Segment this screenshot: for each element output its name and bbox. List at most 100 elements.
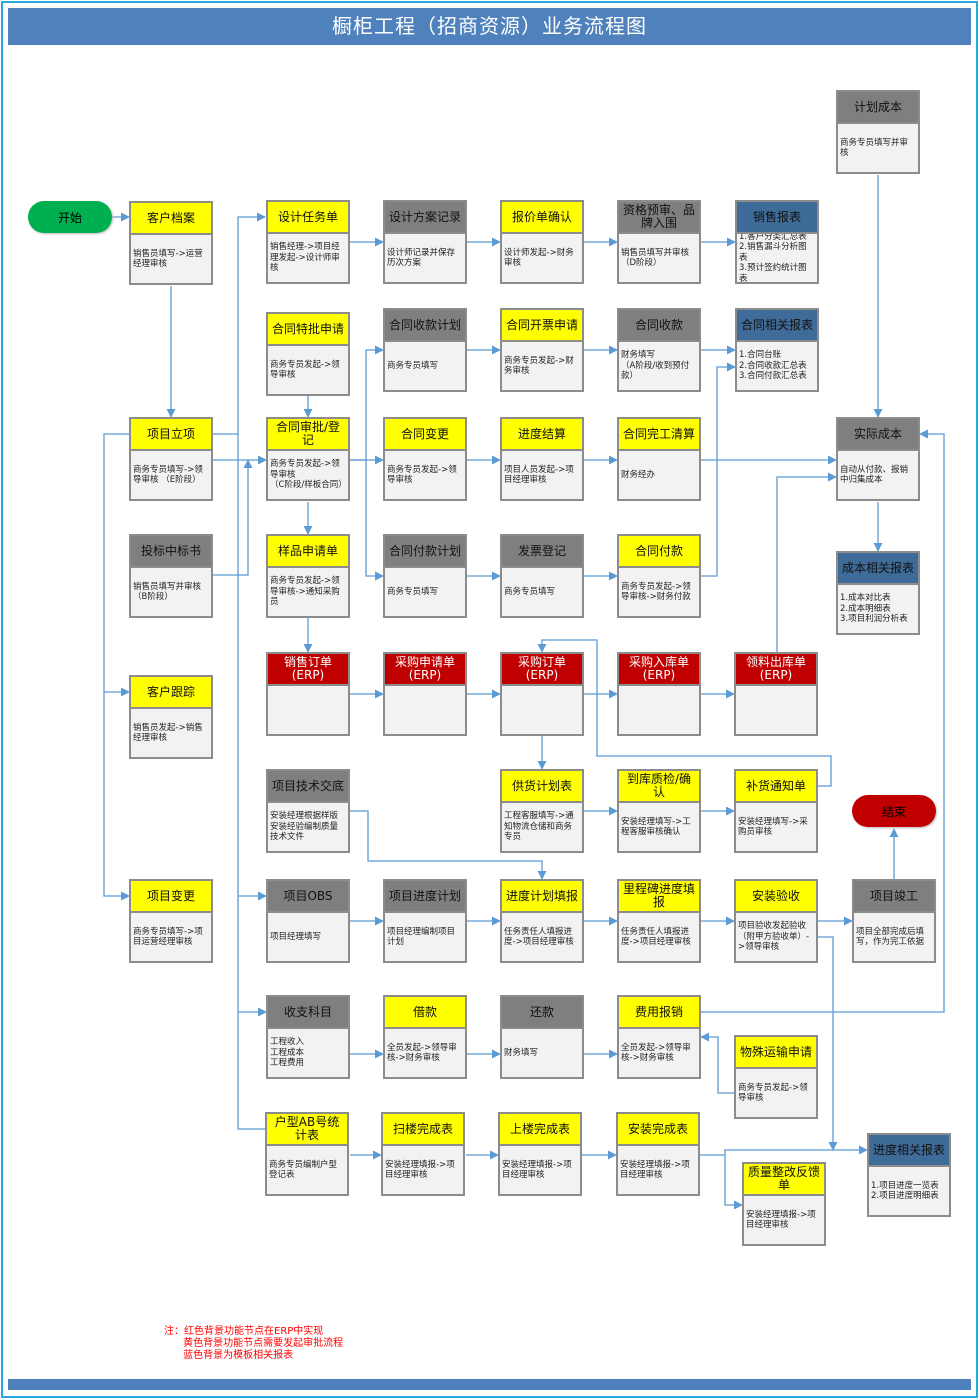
node-title: 项目竣工 [852, 879, 936, 911]
node-hetong-shoukuan-jihua[interactable]: 合同收款计划商务专员填写 [383, 308, 467, 392]
node-toubiao[interactable]: 投标中标书销售员填写并审核 （B阶段） [129, 534, 213, 618]
node-hetong-biangeng[interactable]: 合同变更商务专员发起->领导审核 [383, 417, 467, 501]
node-title: 销售报表 [735, 200, 819, 232]
node-zhiliang-zhenggai[interactable]: 质量整改反馈单安装经理填报->项目经理审核 [742, 1162, 826, 1246]
node-body: 商务专员发起->财务审核 [500, 340, 584, 392]
node-caigou-ruku[interactable]: 采购入库单 (ERP) [617, 652, 701, 736]
node-title: 合同完工清算 [617, 417, 701, 449]
node-body: 销售员填写->运营经理审核 [129, 233, 213, 285]
node-anzhuang-yanshou[interactable]: 安装验收项目验收发起验收（附甲方验收单）->领导审核 [734, 879, 818, 963]
node-description: 安装经理填报->项目经理审核 [502, 1159, 572, 1181]
node-sheji-renwudan[interactable]: 设计任务单销售经理->项目经理发起->设计师审核 [266, 200, 350, 284]
node-body: 设计师记录并保存历次方案 [383, 232, 467, 284]
node-kehu-dangan[interactable]: 客户档案销售员填写->运营经理审核 [129, 201, 213, 285]
node-title: 项目变更 [129, 879, 213, 911]
node-description: 项目验收发起验收（附甲方验收单）->领导审核 [738, 921, 810, 953]
node-teshu-yunshu[interactable]: 物殊运输申请商务专员发起->领导审核 [734, 1035, 818, 1119]
node-hetong-wangong[interactable]: 合同完工清算财务经办 [617, 417, 701, 501]
node-body [734, 684, 818, 736]
node-body: 项目全部完成后填写，作为完工依据 [852, 911, 936, 963]
node-body: 任务责任人填报进度->项目经理审核 [500, 911, 584, 963]
connector-arrow [776, 472, 837, 652]
node-description: 商务专员发起->财务审核 [504, 355, 574, 377]
node-description: 销售员填写并审核（D阶段） [621, 247, 690, 269]
node-hetong-fukuan-jihua[interactable]: 合同付款计划商务专员填写 [383, 534, 467, 618]
node-title: 投标中标书 [129, 534, 213, 566]
node-shouzhi-kemu[interactable]: 收支科目工程收入 工程成本 工程费用 [266, 995, 350, 1079]
node-caigou-shenqing[interactable]: 采购申请单 (ERP) [383, 652, 467, 736]
node-body: 工程客服填写->通知物流仓储和商务专员 [500, 801, 584, 853]
start-terminal[interactable]: 开始 [28, 201, 112, 233]
node-description: 商务专员编制户型登记表 [269, 1159, 338, 1181]
node-lichengbei[interactable]: 里程碑进度填报任务责任人填报进度->项目经理审核 [617, 879, 701, 963]
node-xiangmu-lixiang[interactable]: 项目立项商务专员填写->领导审核 （E阶段） [129, 417, 213, 501]
node-body: 财务经办 [617, 449, 701, 501]
node-kehu-genzong[interactable]: 客户跟踪销售员发起->销售经理审核 [129, 675, 213, 759]
node-xiangmu-biangeng[interactable]: 项目变更商务专员填写->项目运营经理审核 [129, 879, 213, 963]
node-body: 商务专员填写 [500, 566, 584, 618]
node-title: 客户跟踪 [129, 675, 213, 707]
node-description: 商务专员发起->领导审核 [738, 1082, 808, 1104]
node-daoku-zhijian[interactable]: 到库质检/确认安装经理填写->工程客服审核确认 [617, 769, 701, 853]
node-body: 商务专员填写->项目运营经理审核 [129, 911, 213, 963]
node-anzhuang-wancheng[interactable]: 安装完成表安装经理填报->项目经理审核 [616, 1112, 700, 1196]
node-fapiao[interactable]: 发票登记商务专员填写 [500, 534, 584, 618]
node-description: 1.客户分类汇总表 2.销售漏斗分析图表 3.预计签约统计图表 [739, 232, 807, 284]
node-feiyong-baoxiao[interactable]: 费用报销全员发起->领导审核->财务审核 [617, 995, 701, 1079]
node-caigou-dingdan[interactable]: 采购订单 (ERP) [500, 652, 584, 736]
node-title: 项目技术交底 [266, 769, 350, 801]
node-body: 任务责任人填报进度->项目经理审核 [617, 911, 701, 963]
node-xiaoshou-dingdan[interactable]: 销售订单 (ERP) [266, 652, 350, 736]
node-hetong-shoukuan[interactable]: 合同收款财务填写 （A阶段/收到预付款） [617, 308, 701, 392]
node-title: 项目进度计划 [383, 879, 467, 911]
node-title: 成本相关报表 [836, 551, 920, 583]
node-huxing-ab[interactable]: 户型AB号统计表商务专员编制户型登记表 [265, 1112, 349, 1196]
node-lingliao-chuku[interactable]: 领料出库单 (ERP) [734, 652, 818, 736]
node-title: 采购申请单 (ERP) [383, 652, 467, 684]
node-baojiadan[interactable]: 报价单确认设计师发起->财务审核 [500, 200, 584, 284]
node-huankuan[interactable]: 还款财务填写 [500, 995, 584, 1079]
node-jindu-jiesuan[interactable]: 进度结算项目人员发起->项目经理审核 [500, 417, 584, 501]
node-body: 商务专员填写 [383, 340, 467, 392]
node-body: 商务专员填写 [383, 566, 467, 618]
node-title: 进度计划填报 [500, 879, 584, 911]
node-title: 安装完成表 [616, 1112, 700, 1144]
node-description: 安装经理填报->项目经理审核 [385, 1159, 455, 1181]
node-description: 财务填写 [504, 1047, 539, 1058]
node-jishu-jiaodi[interactable]: 项目技术交底安装经理根据样版安装经验编制质量技术文件 [266, 769, 350, 853]
node-hetong-fukuan[interactable]: 合同付款商务专员发起->领导审核->财务付款 [617, 534, 701, 618]
connector-arrow [103, 433, 130, 901]
node-description: 销售经理->项目经理发起->设计师审核 [270, 242, 340, 274]
node-shanglou[interactable]: 上楼完成表安装经理填报->项目经理审核 [498, 1112, 582, 1196]
node-shiji-chengben[interactable]: 实际成本自动从付款、报销中归集成本 [836, 417, 920, 501]
node-yangpin[interactable]: 样品申请单商务专员发起->领导审核->通知采购员 [266, 534, 350, 618]
node-xiangmu-jungong[interactable]: 项目竣工项目全部完成后填写，作为完工依据 [852, 879, 936, 963]
node-jihua-chengben[interactable]: 计划成本商务专员填写并审核 [836, 90, 920, 174]
node-title: 资格预审、品牌入围 [617, 200, 701, 232]
node-title: 样品申请单 [266, 534, 350, 566]
node-body: 财务填写 [500, 1027, 584, 1079]
node-description: 商务专员发起->领导审核 （C阶段/样板合同） [270, 459, 347, 491]
node-sheji-fangan[interactable]: 设计方案记录设计师记录并保存历次方案 [383, 200, 467, 284]
node-jindu-jihua[interactable]: 项目进度计划项目经理编制项目计划 [383, 879, 467, 963]
node-gonghuo-jihua[interactable]: 供货计划表工程客服填写->通知物流仓储和商务专员 [500, 769, 584, 853]
node-jiekuan[interactable]: 借款全员发起->领导审核->财务审核 [383, 995, 467, 1079]
node-description: 项目经理填写 [270, 931, 322, 942]
node-jindu-tianbao[interactable]: 进度计划填报任务责任人填报进度->项目经理审核 [500, 879, 584, 963]
node-hetong-kaipiao[interactable]: 合同开票申请商务专员发起->财务审核 [500, 308, 584, 392]
node-hetong-tepi[interactable]: 合同特批申请商务专员发起->领导审核 [266, 312, 350, 396]
node-hetong-shenpi[interactable]: 合同审批/登记商务专员发起->领导审核 （C阶段/样板合同） [266, 417, 350, 501]
node-zige-yushen[interactable]: 资格预审、品牌入围销售员填写并审核（D阶段） [617, 200, 701, 284]
connector-arrow [700, 1032, 734, 1094]
node-title: 合同相关报表 [735, 308, 819, 340]
node-buhuo-tongzhi[interactable]: 补货通知单安装经理填写->采购员审核 [734, 769, 818, 853]
node-saolou[interactable]: 扫楼完成表安装经理填报->项目经理审核 [381, 1112, 465, 1196]
end-terminal[interactable]: 结束 [852, 795, 936, 827]
node-body: 项目验收发起验收（附甲方验收单）->领导审核 [734, 911, 818, 963]
node-title: 合同收款 [617, 308, 701, 340]
